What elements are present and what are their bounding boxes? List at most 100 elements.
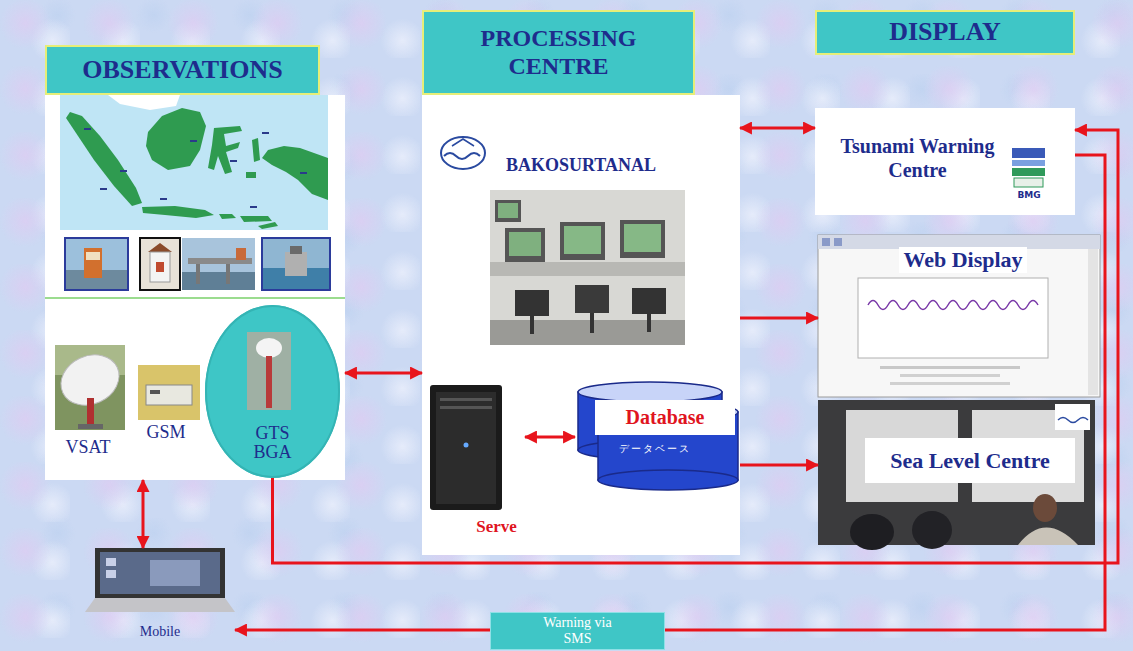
control-room-photo: [560, 222, 605, 260]
laptop-photo: [106, 570, 116, 578]
text-label: VSAT: [65, 437, 110, 458]
node-label: Web Display: [899, 247, 1026, 272]
connector-arrow: [740, 464, 818, 467]
node-label: データベース: [619, 442, 691, 456]
text-label: GSM: [146, 422, 185, 443]
map-marker: [300, 172, 307, 174]
map-marker: [120, 170, 127, 172]
laptop-photo: [100, 552, 220, 594]
control-room-photo: [490, 320, 685, 345]
map-marker: [230, 160, 237, 162]
connector-arrow: [665, 155, 1105, 630]
control-room-photo: [590, 313, 594, 333]
bmg-logo: [1014, 178, 1043, 187]
island: [262, 146, 328, 200]
island: [219, 214, 236, 219]
connector-arrow: [142, 480, 145, 548]
station-photos: [65, 238, 128, 290]
indonesia-map: [60, 95, 328, 230]
ellipse-outline: [206, 306, 339, 477]
control-room-photo: [498, 203, 518, 218]
web-screenshot: [868, 301, 1038, 310]
database-cylinder: Database データベース: [575, 385, 738, 490]
station-photos: [86, 252, 100, 260]
connector-arrow: [525, 436, 575, 439]
web-screenshot: [858, 278, 1048, 358]
connector-arrow: [740, 317, 818, 320]
server-tower: [464, 443, 469, 448]
station-photos: [156, 262, 164, 272]
control-room-photo: [505, 228, 545, 262]
database-cylinders: [598, 470, 738, 490]
processing-panel-ground: [422, 95, 740, 555]
gsm-photo: [138, 365, 200, 420]
sms-box: Warning via SMS: [490, 612, 665, 650]
web-screenshot: [818, 235, 1100, 397]
server-tower: [430, 385, 502, 510]
control-room-photo: [575, 285, 609, 313]
node-label: Mobile: [140, 624, 180, 640]
control-room-photo: [564, 226, 601, 254]
control-room-photo: [515, 290, 549, 316]
control-room-photo: [530, 316, 534, 334]
sea-level-photo: [818, 400, 1095, 550]
text-holder: Database: [595, 400, 735, 435]
display-box: Sea Level Centre: [818, 400, 1095, 545]
control-room-photo: [509, 232, 541, 256]
vsat-photo: [53, 345, 128, 430]
text-holder: DISPLAY: [817, 12, 1073, 53]
control-room-photo: [490, 262, 685, 276]
text-holder: BMG: [1008, 188, 1050, 202]
server-tower: [436, 392, 496, 504]
sea-level-photo: [850, 514, 894, 550]
indonesia-map: [60, 95, 328, 230]
connector-arrow: [345, 372, 422, 375]
island: [66, 112, 142, 206]
connectors: [143, 128, 1118, 630]
server-tower: [430, 385, 502, 510]
control-room-photo: [624, 224, 661, 252]
warning-centre-ground: [815, 108, 1075, 215]
processing-panel-ground: [422, 95, 740, 555]
text-holder: OBSERVATIONS: [45, 45, 320, 95]
node-label: Sea Level Centre: [886, 448, 1054, 473]
web-screenshot: [1088, 249, 1098, 395]
text-holder: Web Display: [873, 243, 1053, 277]
map-marker: [100, 188, 107, 190]
island: [258, 222, 278, 229]
observation-panel-ground: [45, 95, 345, 480]
observation-panel-ground: [45, 95, 345, 480]
vsat-photo: [87, 398, 94, 428]
bmg-logo: [1012, 148, 1045, 187]
bmg-logo: [1012, 168, 1045, 176]
text-holder: GSM: [138, 421, 194, 443]
map-marker: [84, 128, 307, 208]
text-holder: VSAT: [58, 436, 118, 458]
node-label: GTS BGA: [240, 424, 305, 462]
text-holder: データベース: [605, 441, 705, 457]
island: [66, 108, 328, 229]
station-photos: [65, 238, 330, 290]
text-holder: Warning via SMS: [491, 613, 664, 649]
sea-level-photo: [1058, 418, 1088, 423]
laptop-photo: [95, 548, 225, 598]
agency-logo: [444, 153, 480, 159]
node-label: Warning via SMS: [535, 615, 620, 647]
control-room-photo: [620, 220, 665, 258]
agency-logo: [441, 137, 485, 169]
web-screenshot: [822, 238, 830, 246]
text-holder: PROCESSING CENTRE: [422, 10, 695, 95]
laptop-photo: [150, 560, 200, 586]
laptop-photo: [85, 548, 235, 612]
bmg-logo: [1012, 148, 1045, 158]
vsat-photo: [78, 424, 103, 429]
text-holder: Tsunami Warning Centre: [825, 118, 1010, 198]
gps-antenna-photo: [256, 338, 282, 358]
map-marker: [250, 206, 257, 208]
map-marker: [160, 198, 167, 200]
gsm-photo: [146, 385, 192, 405]
connector-arrow: [235, 629, 490, 632]
laptop-photo: [85, 598, 235, 612]
